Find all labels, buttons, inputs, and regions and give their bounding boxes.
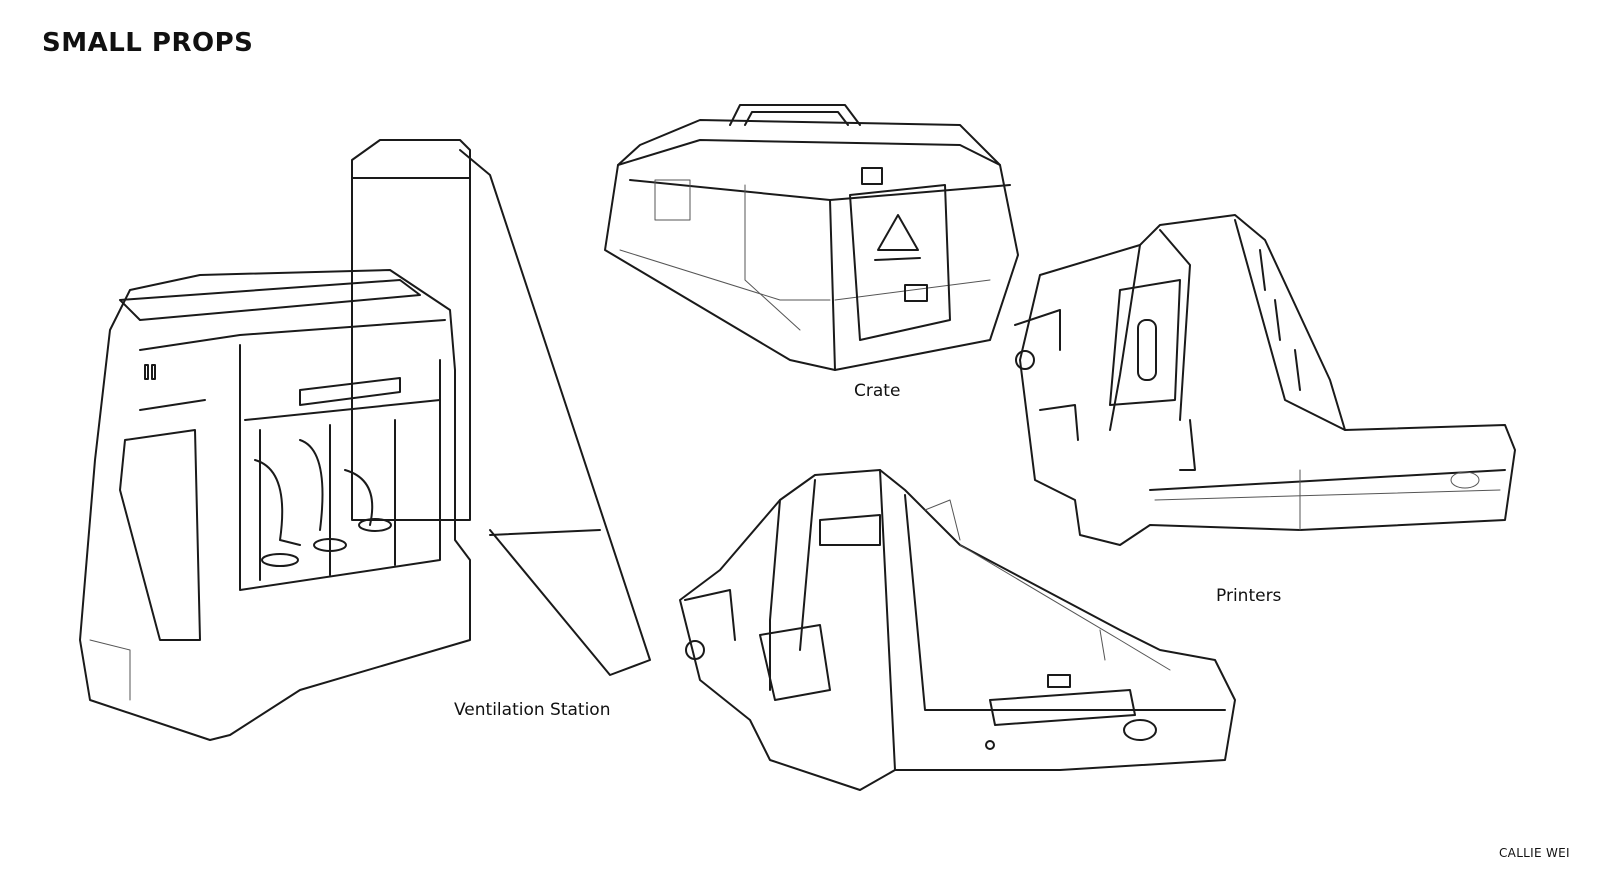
caption-crate: Crate [854,381,901,401]
ventilation-station-sketch [79,139,651,741]
printer-small-sketch [679,469,1236,791]
artist-credit: CALLIE WEI [1499,846,1570,860]
caption-ventilation-station: Ventilation Station [454,700,611,720]
sheet-title: SMALL PROPS [42,28,254,58]
caption-printers: Printers [1216,586,1282,606]
crate-sketch [604,104,1019,371]
printer-large-sketch [1014,214,1516,546]
